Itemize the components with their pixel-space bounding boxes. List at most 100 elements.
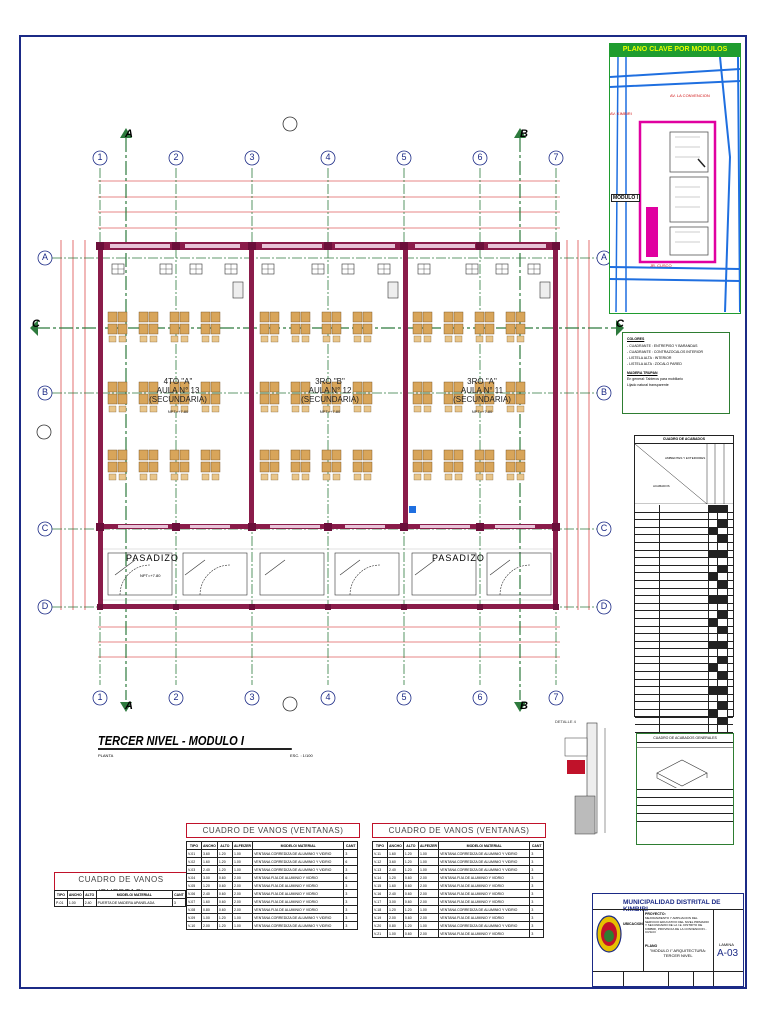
table-cell: 1.00 [231, 865, 254, 874]
chair [413, 335, 422, 343]
table-header: ANCHO [201, 841, 218, 850]
desk [148, 461, 159, 473]
chair [444, 405, 453, 413]
table-cell: V-21 [371, 929, 389, 938]
chair [516, 473, 525, 481]
axis-bubble-5 [396, 150, 412, 166]
desk [505, 393, 516, 405]
table-cell: 1.00 [417, 857, 440, 866]
finish-row [635, 702, 733, 711]
table-cell: 0.80 [201, 905, 218, 914]
chair [454, 405, 463, 413]
desk [290, 461, 301, 473]
desk [269, 461, 280, 473]
finish-row [635, 535, 733, 543]
column [401, 604, 407, 610]
drawing-scale: ESC. : 1/100 [290, 753, 313, 758]
finish-row [635, 558, 733, 566]
table-cell: VENTANA CORREDIZA DE ALUMINIO Y VIDRIO [252, 913, 345, 922]
desk [453, 393, 464, 405]
table-cell: 1.20 [387, 873, 404, 882]
location-label: UBICACION [623, 922, 643, 926]
desk [169, 449, 180, 461]
table-cell: V-18 [371, 905, 389, 914]
desk [443, 461, 454, 473]
table-header: TIPO [185, 841, 203, 850]
room-aula: AULA N° 12 [308, 386, 352, 395]
finish-row [635, 618, 733, 627]
desk [321, 311, 332, 323]
wall-detail-drawing: DETALLE 4 [555, 719, 606, 835]
desk [210, 381, 221, 393]
chair [180, 405, 189, 413]
axis-bubble-C [37, 521, 53, 537]
axis-label-bottom-5: 5 [401, 692, 407, 702]
chair [170, 405, 179, 413]
desk [331, 449, 342, 461]
chair [118, 473, 127, 481]
table-cell: 1.00 [66, 898, 84, 907]
room-level: (SECUNDARIA) [301, 395, 359, 404]
axis-label-bottom-4: 4 [325, 692, 331, 702]
chair [180, 335, 189, 343]
finish-row [635, 512, 733, 521]
section-b-bottom: B [520, 700, 528, 712]
table-header: TIPO [371, 841, 389, 850]
chair [454, 473, 463, 481]
desk [169, 461, 180, 473]
axis-bubble-3 [244, 150, 260, 166]
drawing-subtitle: PLANTA [98, 753, 114, 758]
room-grade: 3RO "B" [315, 377, 345, 386]
table-header: CANT [529, 841, 544, 850]
chair [413, 405, 422, 413]
room-grade: 3RO "A" [467, 377, 497, 386]
table-cell: V-07 [185, 897, 203, 906]
chair [363, 473, 372, 481]
windows-table-1-title: CUADRO DE VANOS (VENTANAS) [186, 823, 360, 838]
table-cell: 1.00 [417, 921, 440, 930]
column [97, 604, 103, 610]
section-b-top: B [520, 128, 528, 140]
finishes-table: CUADRO DE ACABADOS AMBIENTES Y EXTERIORE… [634, 435, 734, 733]
desk [352, 461, 363, 473]
room-aula: AULA N° 13 [156, 386, 200, 395]
desk [138, 311, 149, 323]
finish-row [635, 588, 733, 597]
axis-bubble-D [37, 599, 53, 615]
table-cell: 1.20 [216, 913, 233, 922]
table-cell: 1.20 [216, 921, 233, 930]
desk [484, 311, 495, 323]
axis-label-left-B: B [41, 387, 48, 397]
plan-label: PLANO [645, 944, 658, 948]
desk [179, 393, 190, 405]
room-npt: NPT=+7.80 [319, 409, 341, 414]
table-cell: 1.20 [402, 921, 419, 930]
room-cabinets [111, 263, 551, 299]
desk [412, 461, 423, 473]
table-cell: VENTANA CORREDIZA DE ALUMINIO Y VIDRIO [438, 865, 531, 874]
desk [422, 381, 433, 393]
table-cell: 3 [529, 865, 544, 874]
right-dimension-lines [566, 240, 590, 610]
desk [200, 393, 211, 405]
desk [117, 461, 128, 473]
table-cell: V-01 [185, 849, 203, 858]
table-header: ALFEIZER [231, 841, 254, 850]
column [400, 242, 408, 250]
table-cell: VENTANA CORREDIZA DE ALUMINIO Y VIDRIO [438, 849, 531, 858]
chair [423, 473, 432, 481]
chair [270, 335, 279, 343]
finish-row [635, 626, 733, 635]
table-cell: 2.00 [417, 873, 440, 882]
desk [169, 323, 180, 335]
color-legend: COLORES - CUADRANTE : ENTREPISO Y BARAND… [622, 332, 730, 414]
key-plan-title: PLANO CLAVE POR MODULOS [610, 44, 740, 57]
desk [200, 449, 211, 461]
